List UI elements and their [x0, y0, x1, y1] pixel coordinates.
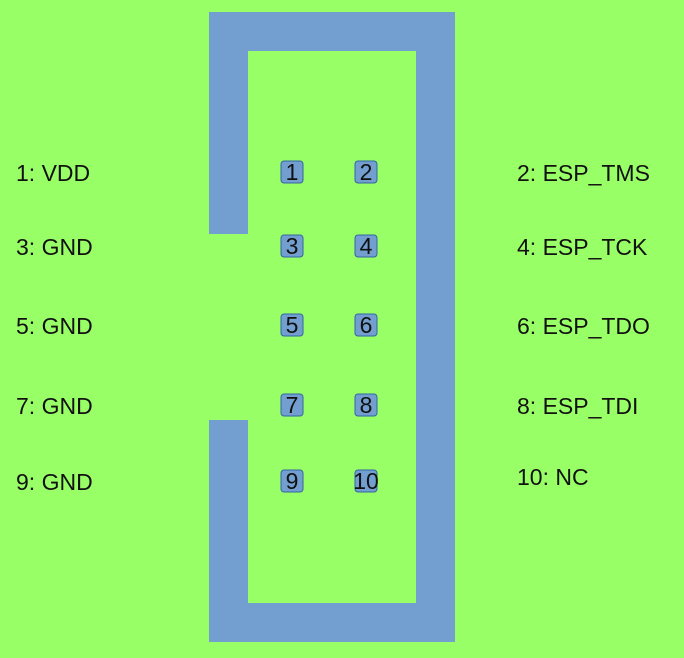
pin-label-6: 6: ESP_TDO — [517, 313, 650, 339]
pin-label-2: 2: ESP_TMS — [517, 160, 650, 186]
frame-bottom-bar — [209, 603, 455, 642]
pin-pad-10 — [354, 469, 378, 493]
frame-left-lower-bar — [209, 420, 248, 642]
pin-pad-8 — [354, 393, 378, 417]
pin-pad-3 — [280, 234, 304, 258]
pin-pad-9 — [280, 469, 304, 493]
pin-number-4: 4 — [360, 233, 373, 259]
pin-label-5: 5: GND — [16, 313, 93, 339]
pin-label-10: 10: NC — [517, 464, 589, 490]
pin-number-8: 8 — [360, 392, 373, 418]
pin-labels: 1: VDD 2: ESP_TMS 3: GND 4: ESP_TCK 5: GND 6:… — [16, 160, 650, 495]
pin-pad-1 — [280, 160, 304, 184]
connector-frame — [209, 12, 455, 642]
pin-label-9: 9: GND — [16, 469, 93, 495]
pin-label-4: 4: ESP_TCK — [517, 234, 648, 260]
pin-number-10: 10 — [353, 468, 379, 494]
pin-pad-6 — [354, 313, 378, 337]
pin-pad-2 — [354, 160, 378, 184]
pin-number-3: 3 — [286, 233, 299, 259]
pin-number-2: 2 — [360, 159, 373, 185]
pin-pad-5 — [280, 313, 304, 337]
frame-left-upper-bar — [209, 12, 248, 234]
pin-pads: 1 2 3 4 5 6 7 8 9 10 — [280, 159, 379, 494]
pin-label-3: 3: GND — [16, 234, 93, 260]
pin-number-7: 7 — [286, 392, 299, 418]
pin-pad-7 — [280, 393, 304, 417]
frame-right-bar — [416, 12, 455, 642]
pin-label-7: 7: GND — [16, 393, 93, 419]
pin-number-5: 5 — [286, 312, 299, 338]
pin-number-9: 9 — [286, 468, 299, 494]
pin-pad-4 — [354, 234, 378, 258]
pin-number-1: 1 — [286, 159, 299, 185]
pin-label-8: 8: ESP_TDI — [517, 393, 638, 419]
frame-top-bar — [209, 12, 455, 51]
pin-label-1: 1: VDD — [16, 160, 90, 186]
pin-number-6: 6 — [360, 312, 373, 338]
